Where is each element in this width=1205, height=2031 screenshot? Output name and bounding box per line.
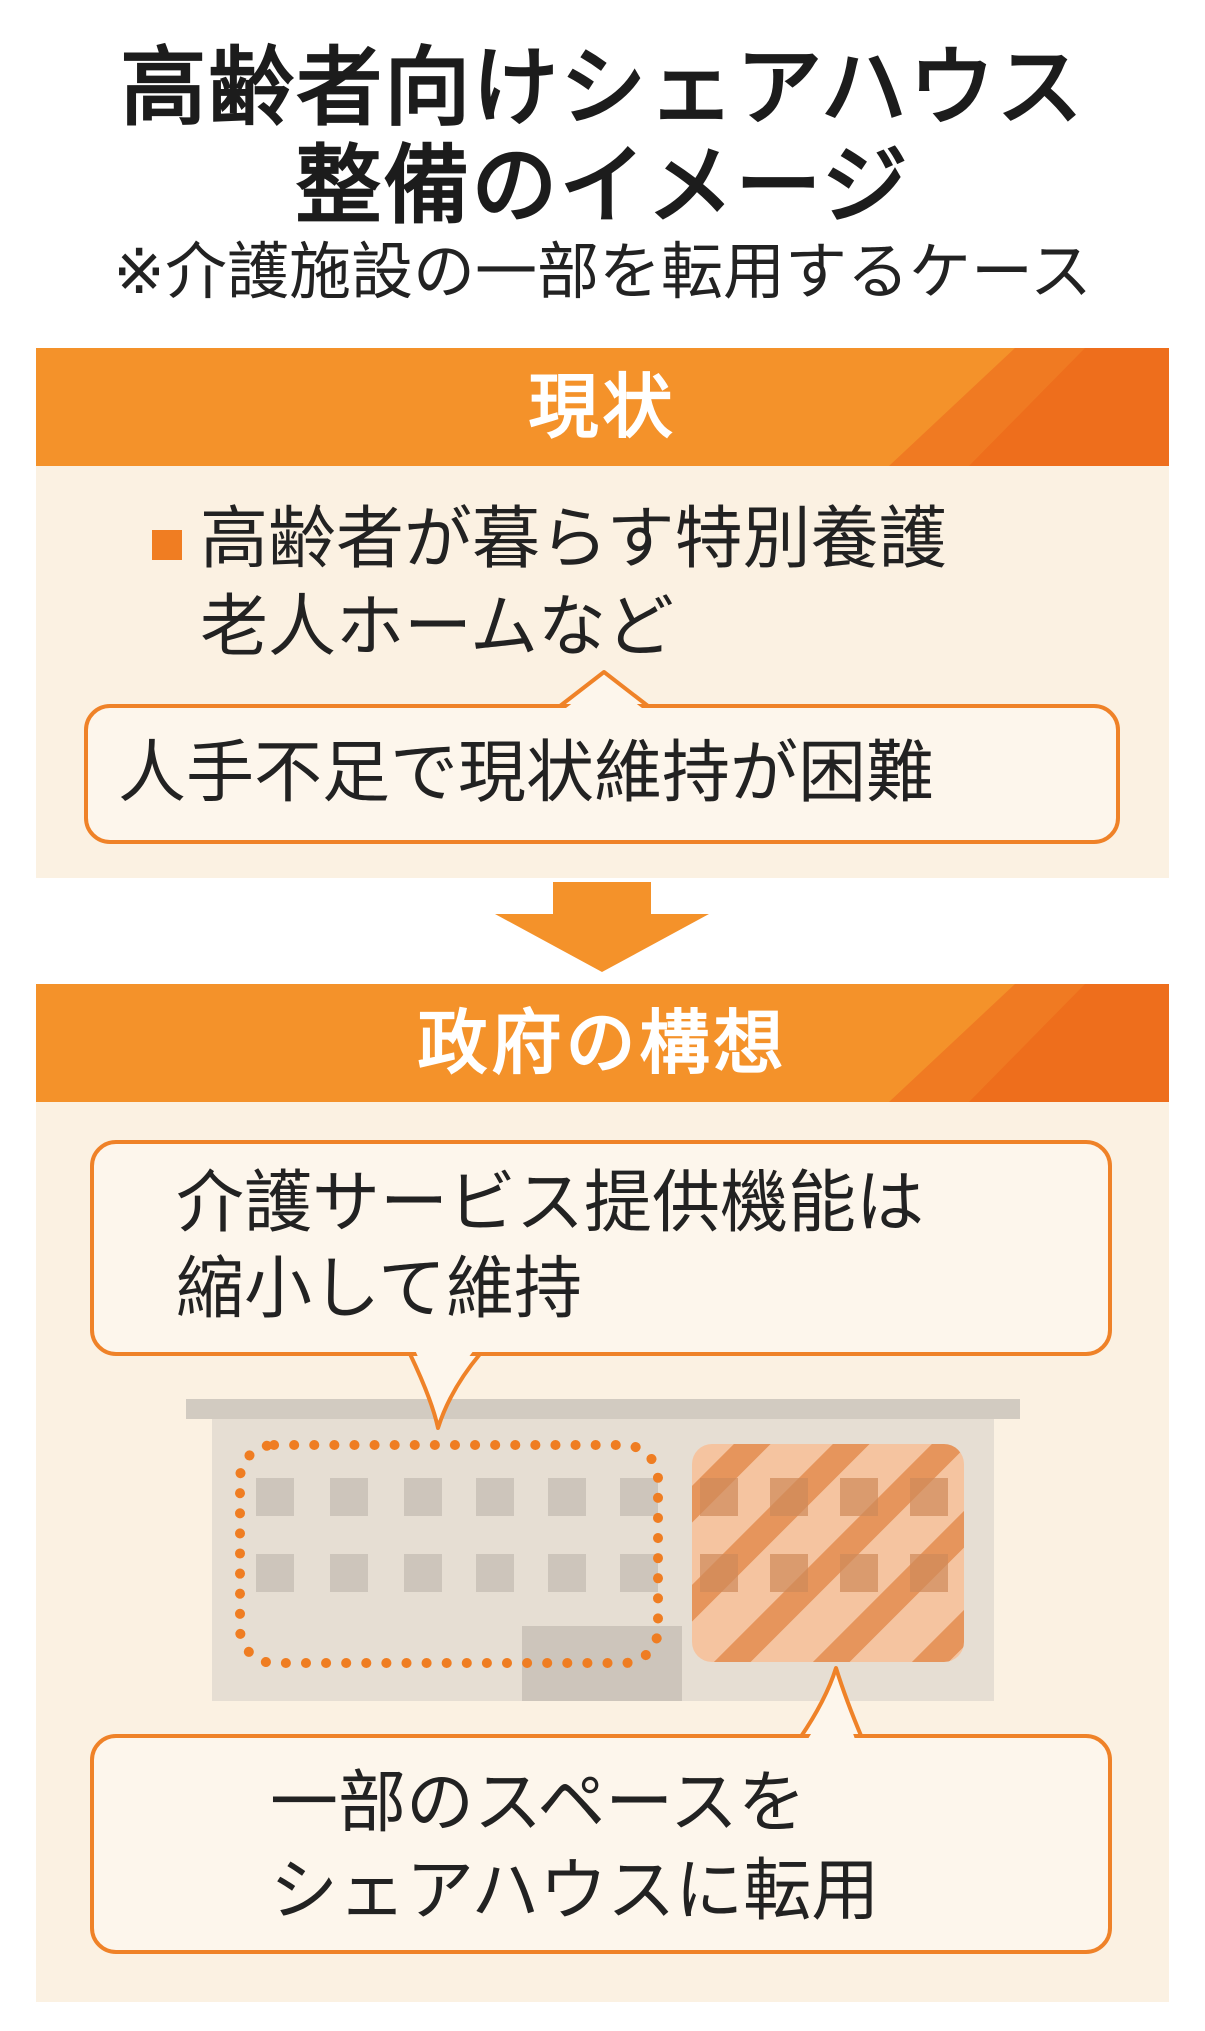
current-bubble-text: 人手不足で現状維持が困難 [118,734,935,813]
care-service-area [235,1440,663,1668]
shared-house-area [692,1444,964,1662]
plan-bottom-bubble: 一部のスペースを シェアハウスに転用 [90,1734,1112,1954]
plan-band: 政府の構想 [36,984,1169,1102]
bullet-text-line-1: 高齢者が暮らす特別養護 [200,500,947,579]
title-line-1: 高齢者向けシェアハウス [120,38,1085,138]
plan-bottom-bubble-line-2: シェアハウスに転用 [270,1852,880,1931]
plan-top-bubble-line-2: 縮小して維持 [176,1250,582,1329]
bullet-text-line-2: 老人ホームなど [200,588,674,667]
subtitle: ※介護施設の一部を転用するケース [113,235,1092,308]
bullet-square-icon [152,530,182,560]
current-bubble: 人手不足で現状維持が困難 [84,704,1120,844]
plan-top-bubble-line-1: 介護サービス提供機能は [176,1164,925,1243]
current-band: 現状 [36,348,1169,466]
plan-top-bubble: 介護サービス提供機能は 縮小して維持 [90,1140,1112,1356]
title-line-2: 整備のイメージ [295,136,910,236]
plan-band-label: 政府の構想 [417,1002,788,1084]
current-band-label: 現状 [528,366,677,448]
plan-bottom-bubble-line-1: 一部のスペースを [270,1764,806,1843]
